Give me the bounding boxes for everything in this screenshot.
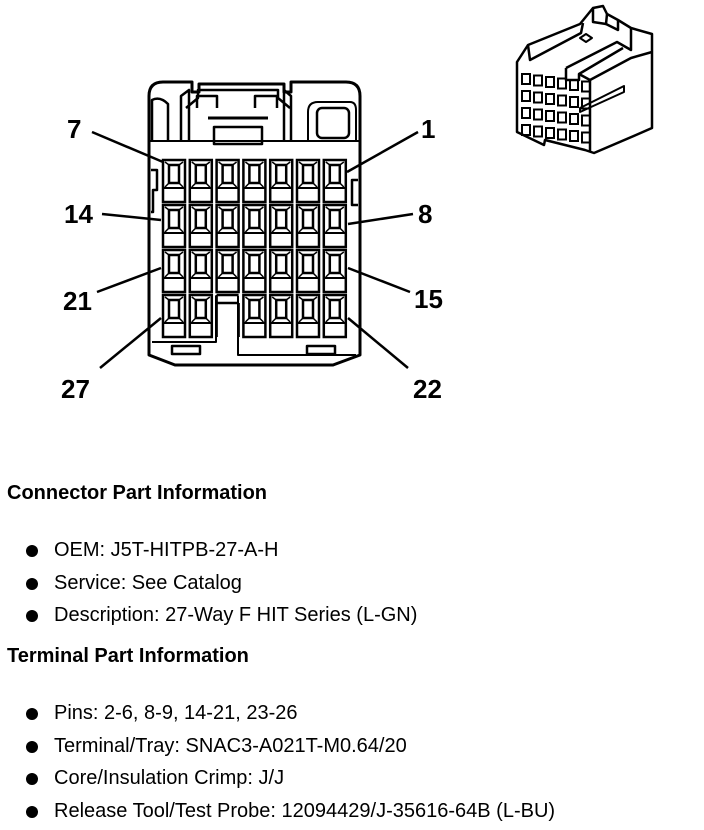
pin-label-7: 7 (67, 114, 81, 144)
cavity (215, 158, 240, 204)
connector-info-title: Connector Part Information (7, 482, 268, 504)
cavity-3d (557, 94, 567, 107)
list-item: Terminal/Tray: SNAC3-A021T-M0.64/20 (26, 730, 555, 763)
cavity-3d (557, 128, 567, 141)
cavity-3d (557, 77, 567, 90)
left-key (151, 168, 159, 214)
bullet-icon (26, 805, 38, 818)
list-item: Core/Insulation Crimp: J/J (26, 762, 555, 795)
terminal-info-list: Pins: 2-6, 8-9, 14-21, 23-26 Terminal/Tr… (26, 697, 555, 827)
cavity-3d (557, 111, 567, 124)
cavity (161, 293, 187, 339)
right-pocket (315, 106, 351, 140)
pin-label-1: 1 (421, 114, 435, 144)
cavity-3d (545, 76, 555, 88)
cavity (268, 203, 294, 249)
cavity-3d (545, 127, 555, 139)
cavity-3d (581, 80, 591, 93)
cavity (268, 248, 294, 294)
cavity (295, 158, 321, 204)
list-item: Pins: 2-6, 8-9, 14-21, 23-26 (26, 697, 555, 730)
list-item: Release Tool/Test Probe: 12094429/J-3561… (26, 795, 555, 828)
cavity (268, 158, 294, 204)
right-key (350, 178, 358, 207)
cavity-3d (569, 96, 579, 108)
bottom-tab-right (305, 344, 337, 356)
cavity (215, 293, 240, 337)
cavity (242, 293, 267, 339)
cavity (295, 248, 321, 294)
cavity (188, 248, 214, 294)
cavity-3d (533, 125, 543, 138)
cavity (295, 203, 321, 249)
latch-tab (195, 94, 279, 108)
pin-label-27: 27 (61, 374, 90, 404)
cavity-3d (545, 110, 555, 122)
cavity-3d (521, 124, 531, 136)
list-item: OEM: J5T-HITPB-27-A-H (26, 534, 417, 567)
cavity (322, 293, 348, 339)
cavity (188, 158, 214, 204)
connector-diagram: 7 1 14 8 21 15 27 22 (61, 4, 654, 404)
cavity-grid-3d (521, 73, 591, 144)
cavity (268, 293, 294, 339)
cavity-3d (581, 114, 591, 127)
connector-description: Description: 27-Way F HIT Series (L-GN) (54, 604, 418, 626)
bullet-icon (26, 740, 38, 753)
connector-3d-view (515, 4, 654, 155)
cavity (242, 203, 267, 249)
connector-info-list: OEM: J5T-HITPB-27-A-H Service: See Catal… (26, 534, 417, 632)
cavity-3d (581, 97, 591, 110)
cavity-3d (533, 108, 543, 121)
terminal-info-title: Terminal Part Information (7, 645, 249, 667)
cavity (242, 248, 267, 294)
cavity-3d (521, 107, 531, 119)
cavity-3d (581, 131, 591, 144)
bullet-icon (26, 545, 38, 557)
pin-label-14: 14 (64, 199, 93, 229)
connector-oem: OEM: J5T-HITPB-27-A-H (54, 539, 279, 561)
connector-service: Service: See Catalog (54, 571, 242, 594)
leader-lines (91, 130, 419, 369)
pin-label-8: 8 (418, 199, 432, 229)
bullet-icon (26, 610, 38, 622)
cavity (161, 203, 187, 249)
cavity-3d (569, 113, 579, 125)
left-pocket (150, 97, 170, 140)
cavity-3d (521, 90, 531, 102)
cavity (215, 203, 240, 249)
cavity-3d (545, 93, 555, 105)
bullet-icon (26, 708, 38, 720)
pin-label-21: 21 (63, 286, 92, 316)
bullet-icon (26, 773, 38, 785)
terminal-pins: Pins: 2-6, 8-9, 14-21, 23-26 (54, 702, 298, 724)
list-item: Service: See Catalog (26, 567, 417, 600)
cavity (188, 293, 214, 339)
cavity (295, 293, 321, 339)
cavity-3d (521, 73, 531, 85)
cavity (322, 158, 348, 204)
cavity (242, 158, 267, 204)
cavity (322, 203, 348, 249)
bullet-icon (26, 577, 38, 590)
cavity-grid (161, 158, 348, 339)
pin-label-15: 15 (414, 284, 443, 314)
cavity (161, 248, 187, 294)
terminal-tray: Terminal/Tray: SNAC3-A021T-M0.64/20 (54, 734, 407, 757)
cavity-3d (533, 74, 543, 87)
cavity (322, 248, 348, 294)
latch-window (212, 125, 264, 146)
pin-label-22: 22 (413, 374, 442, 404)
cavity (188, 203, 214, 249)
bottom-tab-left (170, 344, 202, 356)
cavity (215, 248, 240, 294)
cavity-3d (569, 130, 579, 142)
terminal-crimp: Core/Insulation Crimp: J/J (54, 767, 285, 789)
terminal-release-tool: Release Tool/Test Probe: 12094429/J-3561… (54, 799, 556, 822)
cavity-3d (569, 79, 579, 91)
list-item: Description: 27-Way F HIT Series (L-GN) (26, 599, 417, 632)
cavity (161, 158, 187, 204)
connector-face (147, 80, 362, 367)
cavity-3d (533, 91, 543, 104)
